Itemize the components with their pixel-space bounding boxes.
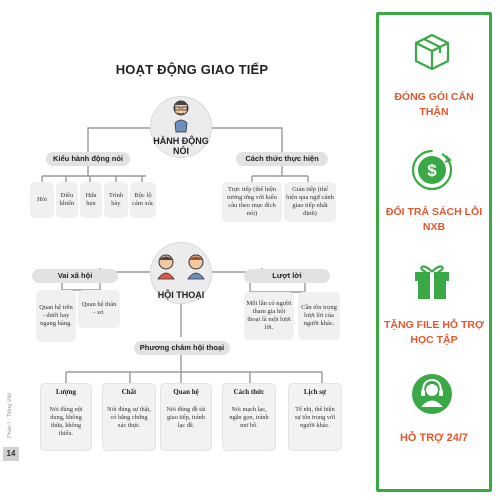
type-promise: Hứa hẹn: [80, 182, 102, 218]
promo-sidebar: ĐÓNG GÓI CẨN THẬN $ ĐỔI TRẢ SÁCH LỖI NXB…: [372, 0, 500, 500]
role-hierarchy: Quan hệ trên - dưới hay ngang hàng.: [36, 290, 76, 342]
principle-title-politeness: Lịch sự: [303, 388, 327, 396]
book-page: HOẠT ĐỘNG GIAO TIẾP HÀNH ĐỘNG NÓI Kiểu h…: [3, 62, 342, 461]
principle-card-manner: [222, 383, 276, 451]
sidebar-label-refund: ĐỔI TRẢ SÁCH LỖI NXB: [385, 206, 483, 233]
principle-body-quality: Nói đúng sự thật, có bằng chứng xác thực…: [107, 406, 151, 429]
speech-act-center-label: HÀNH ĐỘNG NÓI: [153, 136, 209, 156]
promo-frame: [376, 12, 492, 492]
role-closeness: Quan hệ thân - sơ.: [78, 290, 120, 328]
page-number: 14: [3, 447, 19, 461]
dialogue-center-label: HỘI THOẠI: [157, 290, 205, 300]
type-emotion: Bộc lộ cảm xúc: [130, 182, 156, 218]
turn-taking-branch: Lượt lời: [244, 269, 330, 283]
page-title: HOẠT ĐỘNG GIAO TIẾP: [115, 62, 269, 77]
speech-act-methods-branch: Cách thức thực hiện: [236, 152, 328, 166]
principle-card-politeness: [288, 383, 342, 451]
speaking-man-icon: [173, 100, 189, 133]
method-direct: Trực tiếp (thể hiện tương ứng với kiểu c…: [222, 182, 282, 222]
vertical-section-label: Phần I - Tiếng Việt: [7, 392, 13, 438]
two-people-icon: [157, 254, 205, 280]
principle-title-quality: Chất: [121, 388, 137, 396]
turn-definition: Mỗi lần có người tham gia hội thoại là m…: [244, 292, 294, 340]
principle-card-quality: [102, 383, 156, 451]
svg-text:$: $: [427, 161, 437, 180]
refund-dollar-icon: $: [411, 149, 453, 191]
type-present: Trình bày: [104, 182, 128, 218]
package-box-icon: [414, 33, 450, 71]
dialogue-circle: [150, 242, 212, 304]
type-question: Hỏi: [30, 182, 54, 218]
type-command: Điều khiển: [56, 182, 78, 218]
headset-support-icon: [412, 374, 452, 414]
principle-title-manner: Cách thức: [233, 388, 265, 396]
principle-body-manner: Nói mạch lạc, ngắn gọn, tránh mơ hồ.: [229, 406, 269, 429]
sidebar-label-support: HỖ TRỢ 24/7: [399, 432, 469, 444]
principle-title-relation: Quan hệ: [173, 388, 199, 396]
principle-body-quantity: Nói đúng nội dung, không thừa, không thi…: [49, 406, 83, 437]
principles-branch: Phương châm hội thoại: [134, 341, 230, 355]
sidebar-label-packing: ĐÓNG GÓI CẨN THẬN: [394, 91, 474, 118]
social-role-branch: Vai xã hội: [32, 269, 118, 283]
principle-body-politeness: Tế nhị, thể hiện sự tôn trọng với người …: [294, 406, 336, 429]
principle-card-quantity: [40, 383, 92, 451]
principle-card-relation: [160, 383, 212, 451]
method-indirect: Gián tiếp (thể hiện qua ngữ cảnh giao ti…: [284, 182, 336, 222]
speech-act-types-branch: Kiểu hành động nói: [46, 152, 130, 166]
gift-icon: [415, 265, 449, 299]
principle-title-quantity: Lượng: [55, 388, 77, 396]
principle-body-relation: Nói đúng đề tài giao tiếp, tránh lạc đề.: [166, 406, 206, 429]
turn-respect: Cần tôn trọng lượt lời của người khác.: [298, 292, 340, 340]
sidebar-label-gift: TẶNG FILE HỖ TRỢ HỌC TẬP: [384, 319, 484, 346]
